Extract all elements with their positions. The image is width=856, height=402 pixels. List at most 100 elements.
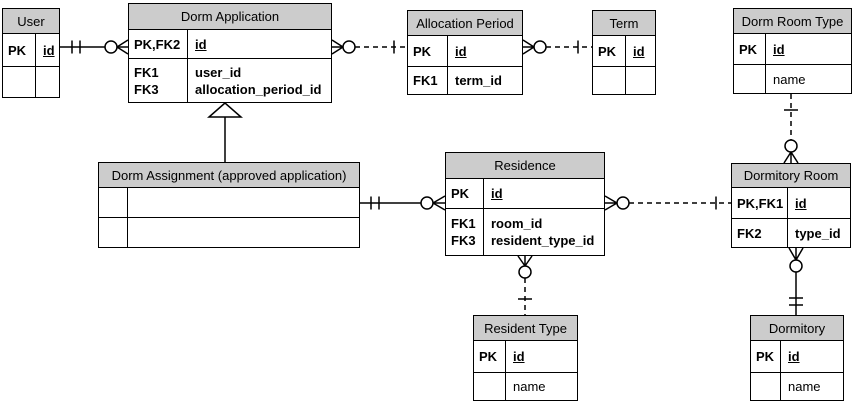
key-cell: PK xyxy=(734,34,766,64)
key-cell xyxy=(474,373,506,400)
crow-foot xyxy=(517,255,533,267)
table-row: PK,FK1 id xyxy=(732,188,850,219)
key-cell xyxy=(593,67,626,94)
key-cell xyxy=(751,373,781,400)
crow-foot xyxy=(331,39,344,55)
table-row: name xyxy=(734,65,851,93)
field-line: room_id xyxy=(491,216,543,231)
entity-dormitory-room: Dormitory Room PK,FK1 id FK2 type_id xyxy=(731,163,851,248)
entity-resident-type-title: Resident Type xyxy=(474,316,577,341)
zero-circle xyxy=(616,196,630,210)
entity-dormitory-title: Dormitory xyxy=(751,316,843,341)
crow-foot xyxy=(783,151,799,164)
key-cell: FK2 xyxy=(732,219,788,247)
field-cell: room_id resident_type_id xyxy=(484,209,604,255)
field-cell: id xyxy=(491,186,503,201)
zero-circle xyxy=(518,265,532,279)
field-cell xyxy=(36,67,59,97)
entity-allocation-period: Allocation Period PK id FK1 term_id xyxy=(407,10,523,95)
key-cell: FK1 xyxy=(408,67,448,94)
field-line: allocation_period_id xyxy=(195,81,322,97)
field-cell: id xyxy=(633,43,645,59)
key-cell: PK xyxy=(408,36,448,66)
field-cell: name xyxy=(773,71,806,87)
rel-dorm-room-type-dormitory-room xyxy=(783,94,799,164)
zero-circle xyxy=(420,196,434,210)
table-row: PK id xyxy=(446,179,604,209)
entity-term: Term PK id xyxy=(592,10,656,95)
rel-dorm-application-allocation-period xyxy=(331,39,407,55)
zero-circle xyxy=(789,259,803,273)
key-cell: FK1 FK3 xyxy=(446,209,484,255)
entity-dorm-assignment: Dorm Assignment (approved application) xyxy=(98,162,360,248)
zero-circle xyxy=(784,139,798,153)
entity-dormitory-room-title: Dormitory Room xyxy=(732,164,850,188)
rel-generalization-dorm-assignment xyxy=(207,102,243,162)
entity-allocation-period-title: Allocation Period xyxy=(408,11,522,36)
entity-dorm-room-type: Dorm Room Type PK id name xyxy=(733,8,852,94)
entity-dorm-room-type-title: Dorm Room Type xyxy=(734,9,851,34)
table-row xyxy=(99,188,359,218)
table-row: FK2 type_id xyxy=(732,219,850,247)
key-cell: PK,FK2 xyxy=(129,30,188,58)
table-row: PK id xyxy=(751,341,843,373)
table-row: PK id xyxy=(593,36,655,67)
table-row: PK id xyxy=(408,36,522,67)
table-row: PK id xyxy=(474,341,577,373)
field-cell: id xyxy=(788,349,800,364)
key-cell xyxy=(99,188,128,217)
generalization-triangle xyxy=(207,102,243,118)
rel-user-dorm-application xyxy=(60,39,129,55)
entity-dorm-application: Dorm Application PK,FK2 id FK1 FK3 user_… xyxy=(128,3,332,103)
key-line: FK1 xyxy=(134,64,159,80)
field-cell xyxy=(128,188,359,217)
rel-allocation-period-term xyxy=(522,39,592,55)
rel-dormitory-room-dormitory xyxy=(788,247,804,315)
entity-residence: Residence PK id FK1 FK3 room_id resident… xyxy=(445,152,605,256)
rel-dorm-assignment-residence xyxy=(360,195,446,211)
key-cell xyxy=(734,65,766,93)
crow-foot xyxy=(116,39,129,55)
table-row: PK id xyxy=(734,34,851,65)
field-line: user_id xyxy=(195,64,242,80)
crow-foot xyxy=(432,195,446,211)
entity-dorm-application-title: Dorm Application xyxy=(129,4,331,30)
crow-foot xyxy=(522,39,535,55)
crow-foot xyxy=(788,247,804,261)
field-cell: name xyxy=(788,379,821,394)
key-cell xyxy=(99,218,128,247)
field-cell: id xyxy=(195,36,207,52)
table-row: PK,FK2 id xyxy=(129,30,331,59)
key-cell xyxy=(3,67,36,97)
entity-residence-title: Residence xyxy=(446,153,604,179)
zero-circle xyxy=(342,40,356,54)
table-row: name xyxy=(751,373,843,400)
field-cell: id xyxy=(513,349,525,364)
entity-term-title: Term xyxy=(593,11,655,36)
table-row xyxy=(99,218,359,247)
table-row xyxy=(3,67,59,97)
zero-circle xyxy=(104,40,118,54)
key-cell: PK,FK1 xyxy=(732,188,788,218)
rel-residence-resident-type xyxy=(517,255,533,315)
entity-dorm-assignment-title: Dorm Assignment (approved application) xyxy=(99,163,359,188)
key-cell: PK xyxy=(446,179,484,208)
field-cell: id xyxy=(455,43,467,59)
field-cell: user_id allocation_period_id xyxy=(188,59,331,102)
table-row: name xyxy=(474,373,577,400)
key-line: FK3 xyxy=(451,233,476,248)
table-row: FK1 FK3 room_id resident_type_id xyxy=(446,209,604,255)
zero-circle xyxy=(533,40,547,54)
key-line: FK3 xyxy=(134,81,159,97)
field-line: resident_type_id xyxy=(491,233,595,248)
table-row: FK1 FK3 user_id allocation_period_id xyxy=(129,59,331,102)
entity-user-title: User xyxy=(3,9,59,34)
field-cell: term_id xyxy=(455,73,502,88)
table-row xyxy=(593,67,655,94)
field-cell xyxy=(626,67,655,94)
key-cell: PK xyxy=(751,341,781,372)
field-cell: name xyxy=(513,379,546,394)
key-cell: PK xyxy=(593,36,626,66)
crow-foot xyxy=(604,195,618,211)
